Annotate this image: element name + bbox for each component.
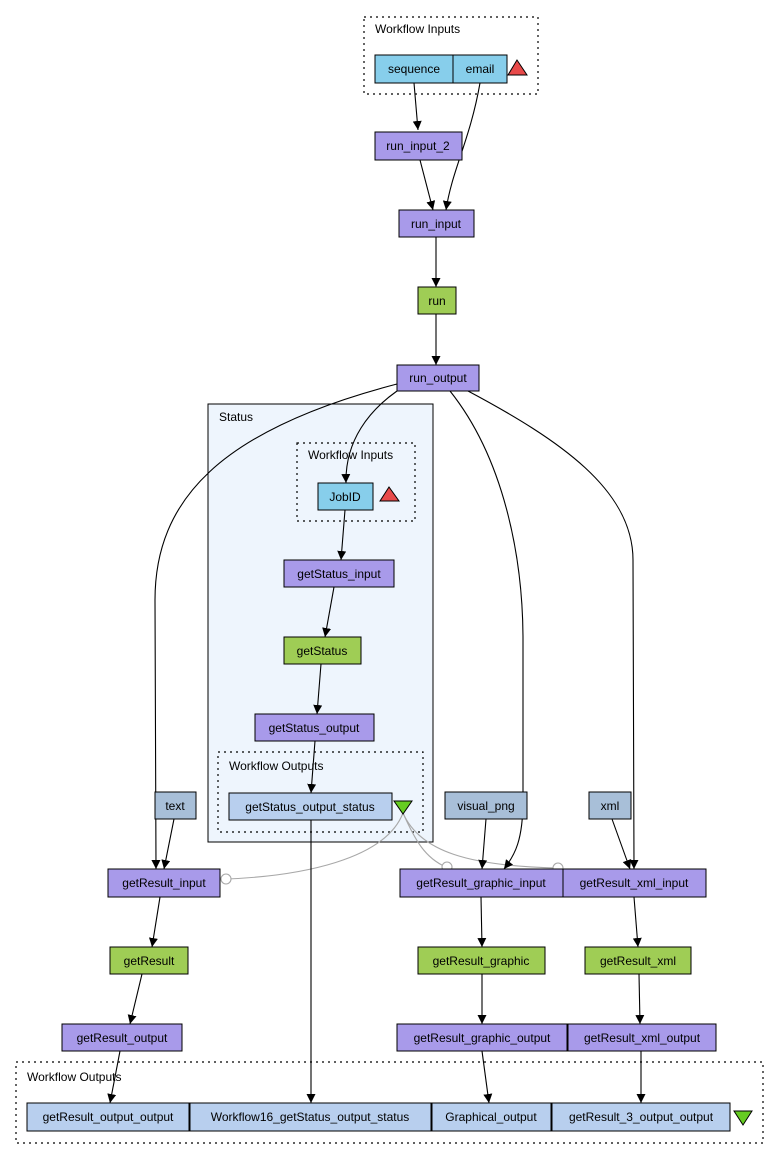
node-getresult-graphic-input[interactable]: getResult_graphic_input	[399, 868, 564, 898]
input-triangle-icon	[507, 59, 528, 76]
top-workflow-inputs-title: Workflow Inputs	[375, 22, 460, 36]
status-workflow-inputs-title: Workflow Inputs	[308, 448, 393, 462]
node-getresult-xml-output[interactable]: getResult_xml_output	[567, 1023, 717, 1052]
link-getstatus-input-getstatus	[322, 586, 335, 638]
input-port-sequence-label: sequence	[388, 62, 440, 76]
top-workflow-inputs-cluster	[363, 16, 539, 95]
node-getresult-xml-label: getResult_xml	[600, 954, 676, 968]
node-getresult-graphic-input-label: getResult_graphic_input	[416, 876, 546, 890]
node-getresult-graphic-label: getResult_graphic	[433, 954, 530, 968]
link-jobid-getstatus-input	[337, 509, 347, 561]
bottom-workflow-outputs-cluster	[15, 1061, 764, 1144]
link-sequence-run-input-2	[412, 82, 422, 131]
output-port-graphical-output-label: Graphical_output	[445, 1110, 537, 1124]
constant-xml[interactable]: xml	[588, 791, 632, 820]
output-port-getresult-output-output[interactable]: getResult_output_output	[26, 1102, 190, 1132]
input-port-jobid[interactable]: JobID	[317, 482, 374, 511]
node-run-input[interactable]: run_input	[398, 209, 475, 238]
link-getresult-input-getresult	[148, 896, 161, 948]
link-graphic-input-getresult-graphic	[477, 896, 487, 948]
link-graphic-output-graphical-output	[481, 1050, 493, 1104]
link-run-input-2-run-input	[419, 159, 436, 211]
status-workflow-outputs-cluster	[217, 751, 424, 833]
output-port-getresult-3-output-output-label: getResult_3_output_output	[569, 1110, 714, 1124]
output-port-workflow16-getstatus-output-status[interactable]: Workflow16_getStatus_output_status	[189, 1102, 432, 1132]
node-run-label: run	[428, 294, 445, 308]
node-getstatus-output[interactable]: getStatus_output	[254, 713, 375, 742]
link-getresult-xml-xml-output	[635, 973, 645, 1025]
output-triangle-icon	[733, 1110, 753, 1126]
node-getresult-input[interactable]: getResult_input	[107, 868, 221, 898]
node-getresult-graphic[interactable]: getResult_graphic	[417, 946, 546, 975]
node-getstatus-input[interactable]: getStatus_input	[283, 559, 395, 588]
bottom-workflow-outputs-title: Workflow Outputs	[27, 1070, 121, 1084]
control-link	[402, 812, 558, 869]
data-links	[107, 82, 646, 1104]
link-run-output-jobid	[341, 390, 398, 484]
link-text-getresult-input	[161, 818, 175, 870]
node-run[interactable]: run	[417, 286, 457, 315]
status-subworkflow-title: Status	[219, 410, 253, 424]
link-visual-png-graphic-input	[478, 818, 488, 870]
input-port-jobid-label: JobID	[329, 490, 361, 504]
output-port-getresult-output-output-label: getResult_output_output	[43, 1110, 174, 1124]
node-getresult-xml-input-label: getResult_xml_input	[580, 876, 689, 890]
node-getresult-xml-input[interactable]: getResult_xml_input	[562, 868, 707, 898]
output-port-getstatus-output-status-label: getStatus_output_status	[245, 800, 374, 814]
control-link	[226, 812, 404, 880]
node-getresult-label: getResult	[124, 954, 175, 968]
status-workflow-outputs-title: Workflow Outputs	[229, 759, 323, 773]
link-run-output-graphic-input	[449, 390, 524, 870]
node-run-input-2-label: run_input_2	[386, 139, 450, 153]
output-port-getresult-3-output-output[interactable]: getResult_3_output_output	[551, 1102, 731, 1132]
node-getresult-graphic-output-label: getResult_graphic_output	[414, 1031, 551, 1045]
link-getresult-output-output-port	[107, 1050, 121, 1104]
constant-xml-label: xml	[601, 799, 620, 813]
node-getresult-output-label: getResult_output	[77, 1031, 168, 1045]
input-port-sequence[interactable]: sequence	[374, 54, 454, 84]
node-run-output[interactable]: run_output	[396, 364, 480, 392]
node-getstatus-label: getStatus	[297, 644, 348, 658]
node-getstatus-input-label: getStatus_input	[297, 567, 381, 581]
node-run-input-label: run_input	[411, 217, 462, 231]
status-workflow-inputs-cluster	[296, 442, 416, 522]
output-port-workflow16-getstatus-output-status-label: Workflow16_getStatus_output_status	[211, 1110, 410, 1124]
constant-visual-png[interactable]: visual_png	[444, 791, 528, 820]
link-xml-xml-input	[611, 818, 632, 870]
node-getresult-xml[interactable]: getResult_xml	[584, 946, 692, 975]
node-getresult-graphic-output[interactable]: getResult_graphic_output	[396, 1023, 568, 1052]
node-getresult-xml-output-label: getResult_xml_output	[584, 1031, 701, 1045]
constant-text-label: text	[165, 799, 185, 813]
node-run-input-2[interactable]: run_input_2	[374, 131, 463, 161]
link-run-output-xml-input	[467, 390, 639, 870]
link-run-output-getresult-input	[151, 383, 398, 870]
status-subworkflow	[207, 403, 434, 843]
node-run-output-label: run_output	[409, 371, 467, 385]
link-getstatus-output-status-port	[307, 740, 317, 794]
node-getstatus-output-label: getStatus_output	[269, 721, 360, 735]
input-port-email-label: email	[466, 62, 495, 76]
input-port-email[interactable]: email	[452, 54, 508, 84]
output-port-getstatus-output-status[interactable]: getStatus_output_status	[228, 792, 393, 821]
node-getresult-input-label: getResult_input	[122, 876, 206, 890]
node-getresult[interactable]: getResult	[109, 946, 189, 975]
input-triangle-icon	[379, 486, 400, 502]
link-xml-input-getresult-xml	[632, 896, 642, 948]
constant-visual-png-label: visual_png	[457, 799, 514, 813]
node-getresult-output[interactable]: getResult_output	[61, 1023, 183, 1052]
link-getstatus-getstatus-output	[313, 663, 323, 715]
output-triangle-icon	[393, 800, 413, 815]
node-getstatus[interactable]: getStatus	[283, 636, 362, 665]
constant-text[interactable]: text	[154, 791, 197, 820]
output-port-graphical-output[interactable]: Graphical_output	[431, 1102, 552, 1132]
link-getresult-getresult-output	[127, 973, 143, 1025]
